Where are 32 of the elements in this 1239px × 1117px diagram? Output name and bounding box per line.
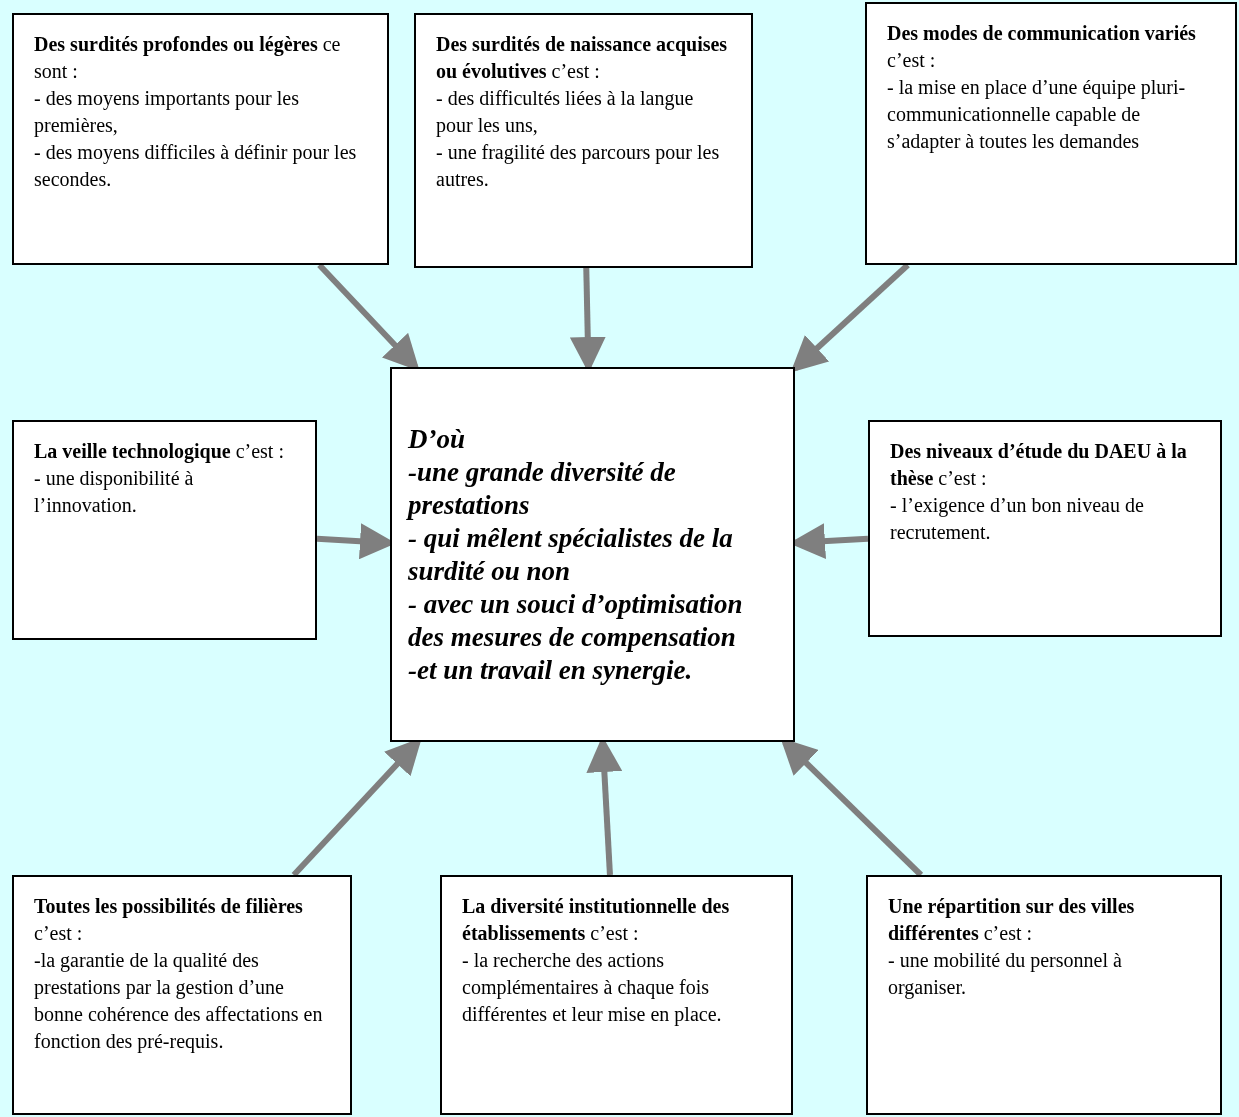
box-text: - la recherche des actions complémentaires à chaque fois différentes et leur mise en place.: [462, 948, 723, 1028]
summary-line: - qui mêlent spécialistes de la surdité ou non: [408, 521, 734, 588]
summary-line: - avec un souci d’optimisation des mesures de compensation: [408, 587, 744, 654]
summary-line: D’où: [408, 422, 466, 456]
box-heading: Des modes de communication variés c’est :: [887, 21, 1197, 73]
box-text: -la garantie de la qualité des prestations par la gestion d’une bonne cohérence des affectations en fonction des pré-requis.: [34, 948, 324, 1055]
text-box: [12, 875, 352, 1115]
text-box: [866, 875, 1222, 1115]
box-heading: Une répartition sur des villes différentes c’est :: [888, 894, 1136, 946]
text-box: [440, 875, 793, 1115]
text-box: [868, 420, 1222, 637]
box-heading: La veille technologique c’est :: [34, 439, 285, 465]
box-heading: Toutes les possibilités de filières c’est :: [34, 894, 304, 946]
text-box: [12, 13, 389, 265]
box-heading: Des niveaux d’étude du DAEU à la thèse c’est :: [890, 439, 1188, 491]
box-text: - une fragilité des parcours pour les autres.: [436, 140, 721, 192]
box-text: - des moyens importants pour les premières,: [34, 86, 300, 139]
box-text: - une disponibilité à l’innovation.: [34, 466, 195, 518]
box-text: - la mise en place d’une équipe pluri-communicationnelle capable de s’adapter à toutes les demandes: [887, 75, 1187, 155]
box-heading: Des surdités profondes ou légères ce sont :: [34, 32, 342, 84]
box-text: - des moyens difficiles à définir pour les secondes.: [34, 140, 358, 192]
summary-line: -et un travail en synergie.: [408, 653, 694, 687]
text-box: [865, 2, 1237, 265]
box-text: - l’exigence d’un bon niveau de recrutement.: [890, 493, 1145, 545]
box-heading: La diversité institutionnelle des établissements c’est :: [462, 894, 731, 946]
summary-box: [390, 367, 795, 742]
summary-line: -une grande diversité de prestations: [408, 455, 677, 522]
text-box: [12, 420, 317, 640]
box-heading: Des surdités de naissance acquises ou évolutives c’est :: [436, 32, 729, 84]
text-box: [414, 13, 753, 268]
box-text: - une mobilité du personnel à organiser.: [888, 948, 1123, 1001]
box-text: - des difficultés liées à la langue pour les uns,: [436, 86, 695, 139]
